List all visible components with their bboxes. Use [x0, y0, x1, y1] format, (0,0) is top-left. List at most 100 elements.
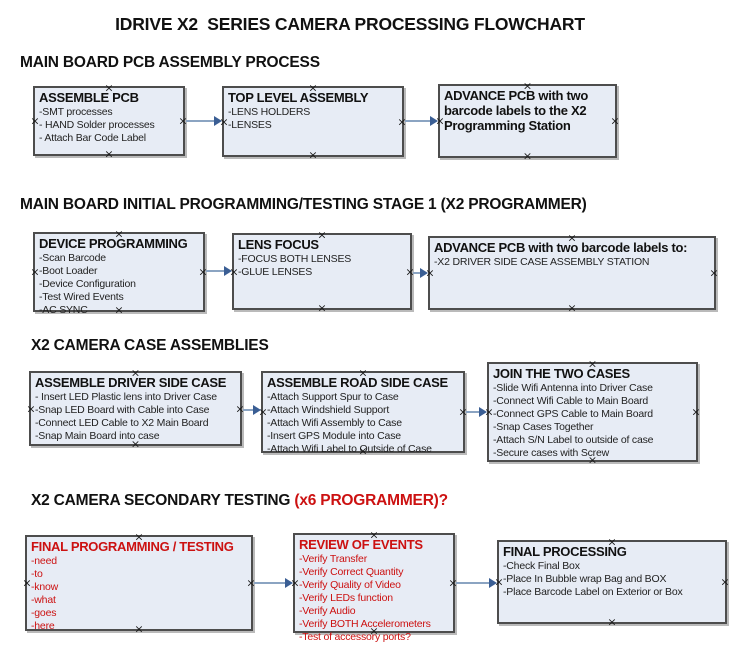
box-line: -Attach Wifi Assembly to Case	[267, 417, 402, 429]
flow-box-advance-pcb-driver-side-station[interactable]: ADVANCE PCB with two barcode labels to: …	[425, 233, 719, 314]
flow-box-assemble-pcb[interactable]: ASSEMBLE PCB -SMT processes- HAND Solder…	[30, 83, 187, 160]
box-line: -X2 DRIVER SIDE CASE ASSEMBLY STATION	[434, 256, 650, 268]
box-line: - Insert LED Plastic lens into Driver Ca…	[35, 391, 217, 403]
arrow-line	[466, 411, 481, 413]
box-body: -Verify Transfer-Verify Correct Quantity…	[299, 553, 449, 644]
flow-box-lens-focus[interactable]: LENS FOCUS -FOCUS BOTH LENSES-GLUE LENSE…	[229, 230, 414, 314]
box-line: -Place Barcode Label on Exterior or Box	[503, 586, 683, 598]
connector-handle-icon: ×	[720, 575, 730, 589]
box-line: -Connect Wifi Cable to Main Board	[493, 395, 649, 407]
box-title: ADVANCE PCB with two barcode labels to t…	[444, 88, 588, 133]
arrow-head-icon	[253, 405, 261, 415]
flow-box-final-processing[interactable]: FINAL PROCESSING -Check Final Box-Place …	[494, 537, 730, 628]
box-line: -Check Final Box	[503, 560, 580, 572]
box-line: -Snap Main Board into case	[35, 430, 160, 442]
box-line: -Snap LED Board with Cable into Case	[35, 404, 210, 416]
box-line: -Boot Loader	[39, 265, 98, 277]
box-title: FINAL PROGRAMMING / TESTING	[31, 539, 234, 554]
arrow-head-icon	[214, 116, 222, 126]
flow-box-advance-pcb-programming-station[interactable]: ADVANCE PCB with two barcode labels to t…	[435, 81, 620, 162]
arrow-head-icon	[224, 266, 232, 276]
arrow-head-icon	[489, 578, 497, 588]
box-title: FINAL PROCESSING	[503, 544, 627, 559]
box-line: -Verify Audio	[299, 605, 356, 617]
box-title: TOP LEVEL ASSEMBLY	[228, 90, 369, 105]
box-line: -GLUE LENSES	[238, 266, 313, 278]
box-line: -FOCUS BOTH LENSES	[238, 253, 352, 265]
box-line: -Scan Barcode	[39, 252, 106, 264]
box-body: -Scan Barcode-Boot Loader-Device Configu…	[39, 252, 199, 317]
connector-handle-icon: ×	[709, 266, 719, 280]
section-header-pcb-assembly: MAIN BOARD PCB ASSEMBLY PROCESS	[20, 54, 320, 71]
box-line: -to	[31, 568, 43, 580]
arrow-line	[254, 582, 287, 584]
box-line: -Test of accessory ports?	[299, 631, 411, 643]
box-line: -Verify Correct Quantity	[299, 566, 404, 578]
box-line: -Verify BOTH Accelerometers	[299, 618, 431, 630]
flow-arrow	[466, 407, 487, 417]
flow-box-assemble-driver-side-case[interactable]: ASSEMBLE DRIVER SIDE CASE - Insert LED P…	[26, 368, 244, 450]
flow-arrow	[413, 268, 428, 278]
box-line: -Device Configuration	[39, 278, 136, 290]
arrow-line	[456, 582, 491, 584]
arrow-head-icon	[479, 407, 487, 417]
flow-arrow	[243, 405, 261, 415]
box-body: -Slide Wifi Antenna into Driver Case-Con…	[493, 382, 692, 460]
box-line: -Verify Transfer	[299, 553, 367, 565]
flow-arrow	[405, 116, 438, 126]
box-line: -Test Wired Events	[39, 291, 124, 303]
box-line: - Attach Bar Code Label	[39, 132, 146, 144]
connector-handle-icon: ×	[317, 301, 327, 315]
box-line: -Slide Wifi Antenna into Driver Case	[493, 382, 653, 394]
arrow-line	[243, 409, 255, 411]
flow-box-review-of-events[interactable]: REVIEW OF EVENTS -Verify Transfer-Verify…	[290, 530, 457, 644]
box-title: ASSEMBLE PCB	[39, 90, 139, 105]
box-line: -Connect LED Cable to X2 Main Board	[35, 417, 209, 429]
box-line: -Connect GPS Cable to Main Board	[493, 408, 653, 420]
box-body: -SMT processes- HAND Solder processes- A…	[39, 106, 179, 145]
connector-handle-icon: ×	[522, 149, 533, 163]
box-line: -LENS HOLDERS	[228, 106, 311, 118]
box-body: -Attach Support Spur to Case-Attach Wind…	[267, 391, 459, 456]
box-line: -Insert GPS Module into Case	[267, 430, 401, 442]
flow-arrow	[186, 116, 222, 126]
flow-box-device-programming[interactable]: DEVICE PROGRAMMING -Scan Barcode-Boot Lo…	[30, 229, 207, 317]
box-line: -Secure cases with Screw	[493, 447, 609, 459]
connector-handle-icon: ×	[567, 301, 577, 315]
box-line: -Attach Support Spur to Case	[267, 391, 399, 403]
flow-arrow	[254, 578, 293, 588]
box-line: -SMT processes	[39, 106, 113, 118]
flow-arrow	[456, 578, 497, 588]
arrow-head-icon	[285, 578, 293, 588]
flow-box-join-the-two-cases[interactable]: JOIN THE TWO CASES -Slide Wifi Antenna i…	[484, 359, 700, 466]
box-body: -FOCUS BOTH LENSES-GLUE LENSES	[238, 253, 406, 279]
box-line: -LENSES	[228, 119, 272, 131]
flow-box-top-level-assembly[interactable]: TOP LEVEL ASSEMBLY -LENS HOLDERS-LENSES …	[219, 83, 406, 161]
box-title: ASSEMBLE ROAD SIDE CASE	[267, 375, 448, 390]
box-body: -need-to-know-what-goes-here	[31, 555, 247, 633]
box-line: - HAND Solder processes	[39, 119, 155, 131]
page-title: IDRIVE X2 SERIES CAMERA PROCESSING FLOWC…	[115, 14, 585, 34]
box-title: ASSEMBLE DRIVER SIDE CASE	[35, 375, 227, 390]
arrow-line	[413, 272, 422, 274]
flow-box-final-programming-testing[interactable]: FINAL PROGRAMMING / TESTING -need-to-kno…	[22, 532, 255, 635]
box-line: -Snap Cases Together	[493, 421, 594, 433]
box-line: -Verify LEDs function	[299, 592, 393, 604]
box-line: -here	[31, 620, 55, 632]
box-body: - Insert LED Plastic lens into Driver Ca…	[35, 391, 236, 443]
connector-handle-icon: ×	[610, 114, 620, 128]
box-title: DEVICE PROGRAMMING	[39, 236, 188, 251]
box-line: -Place In Bubble wrap Bag and BOX	[503, 573, 667, 585]
section-header-secondary-testing: X2 CAMERA SECONDARY TESTING (x6 PROGRAMM…	[31, 492, 448, 510]
section-header-case-assemblies: X2 CAMERA CASE ASSEMBLIES	[31, 337, 269, 354]
arrow-line	[186, 120, 216, 122]
section-header-red-part: (x6 PROGRAMMER)?	[294, 492, 448, 509]
flow-arrow	[206, 266, 232, 276]
flow-box-assemble-road-side-case[interactable]: ASSEMBLE ROAD SIDE CASE -Attach Support …	[258, 368, 467, 457]
box-line: -what	[31, 594, 56, 606]
box-title: ADVANCE PCB with two barcode labels to:	[434, 240, 688, 255]
box-title: LENS FOCUS	[238, 237, 319, 252]
box-body: -X2 DRIVER SIDE CASE ASSEMBLY STATION	[434, 256, 710, 269]
box-title: JOIN THE TWO CASES	[493, 366, 630, 381]
